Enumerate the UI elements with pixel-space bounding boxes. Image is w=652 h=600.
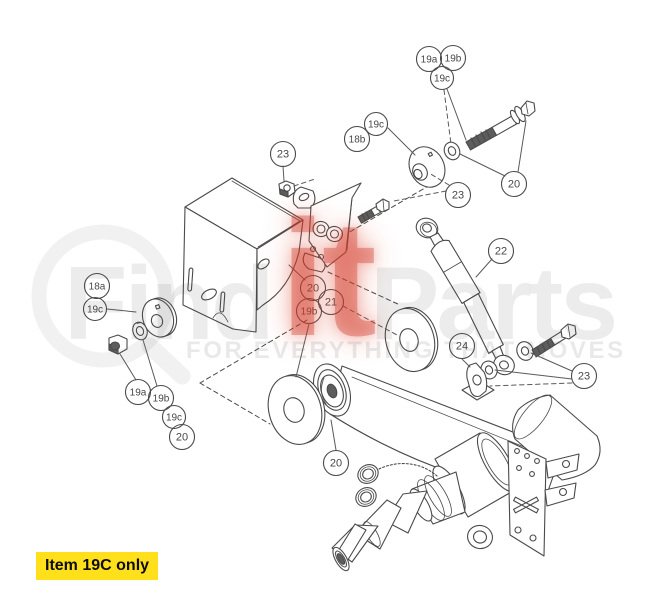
svg-text:23: 23 [578, 371, 590, 383]
callout-23: 23 [269, 140, 297, 168]
callout-19a: 19a [415, 45, 443, 73]
bolt-near-bracket [357, 198, 390, 224]
svg-text:19b: 19b [445, 54, 462, 65]
svg-text:19a: 19a [130, 388, 147, 399]
callout-19b: 19b [439, 44, 467, 72]
svg-text:19c: 19c [87, 305, 103, 316]
callout-19c: 19c [82, 296, 108, 322]
spindle-tip [332, 523, 367, 572]
callout-19c: 19c [429, 65, 455, 91]
svg-text:20: 20 [307, 283, 319, 295]
svg-text:20: 20 [330, 458, 342, 470]
callout-20: 20 [168, 423, 196, 451]
svg-text:23: 23 [277, 149, 289, 161]
svg-text:19c: 19c [166, 413, 182, 424]
callout-24: 24 [448, 332, 476, 360]
callout-19a: 19a [124, 378, 152, 406]
washer-small-upper [443, 141, 461, 161]
svg-text:19b: 19b [301, 307, 318, 318]
callout-19c: 19c [161, 404, 187, 430]
frame-plate [467, 440, 580, 557]
mounting-ear [292, 186, 316, 209]
callout-20: 20 [500, 170, 528, 198]
spring-hanger [302, 182, 362, 273]
callout-18a: 18a [83, 272, 111, 300]
svg-text:20: 20 [508, 179, 520, 191]
bolt-upper-right [465, 100, 536, 151]
svg-text:23: 23 [452, 190, 464, 202]
bolt-lower-right [531, 323, 577, 358]
hex-nut-top [278, 180, 296, 198]
axle-assembly [331, 432, 518, 572]
item-note-label: Item 19C only [36, 552, 159, 580]
callout-19b: 19b [147, 384, 175, 412]
callout-23: 23 [570, 362, 598, 390]
leader-lines [106, 88, 573, 451]
washer-lower-a [516, 341, 534, 361]
svg-text:18b: 18b [349, 135, 366, 146]
big-washer-rear [384, 306, 439, 373]
callout-22: 22 [487, 237, 515, 265]
svg-text:19a: 19a [421, 55, 438, 66]
shock-absorber [415, 217, 515, 376]
svg-text:19c: 19c [368, 120, 384, 131]
svg-text:24: 24 [456, 341, 468, 353]
air-hose [378, 463, 438, 477]
clevis-bracket [461, 362, 495, 401]
shock-lower-boss [467, 524, 493, 550]
callout-21: 21 [317, 288, 345, 316]
callout-20: 20 [322, 449, 350, 477]
lock-washer [132, 321, 148, 341]
cone-washer [408, 146, 446, 188]
svg-text:19c: 19c [434, 74, 450, 85]
svg-text:19b: 19b [153, 394, 170, 405]
big-washer-front [267, 374, 326, 445]
hex-nut-left [108, 334, 128, 355]
brake-ports [355, 464, 379, 507]
callout-19b: 19b [295, 297, 323, 325]
callout-23: 23 [444, 181, 472, 209]
svg-text:18a: 18a [89, 282, 106, 293]
svg-text:20: 20 [176, 432, 188, 444]
retainer-disc [141, 297, 178, 338]
callout-19c: 19c [363, 111, 389, 137]
svg-text:22: 22 [495, 246, 507, 258]
callout-20: 20 [299, 274, 327, 302]
callout-18b: 18b [343, 125, 371, 153]
svg-text:21: 21 [325, 297, 337, 309]
bracket-box [182, 177, 304, 333]
